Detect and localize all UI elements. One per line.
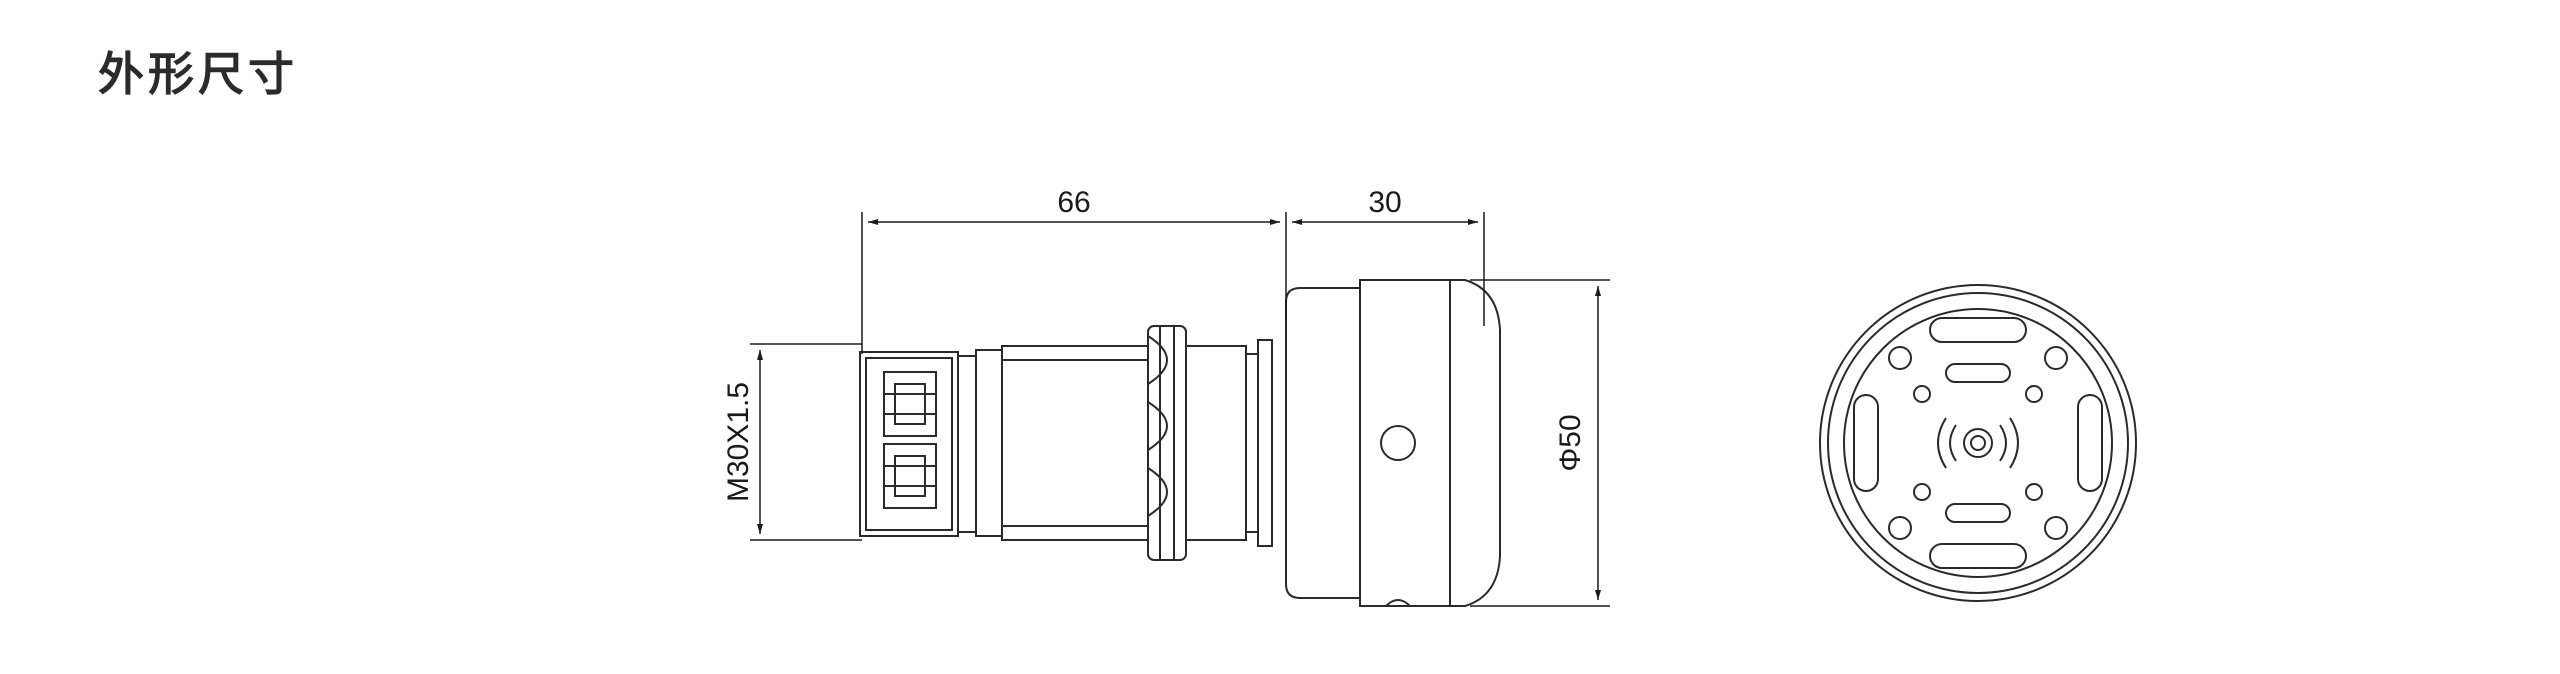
hex-nut	[1147, 325, 1187, 561]
dim-thread-label: M30X1.5	[722, 382, 755, 502]
side-view	[859, 279, 1501, 607]
dim-cap-length	[1292, 212, 1485, 326]
neck	[1185, 339, 1273, 547]
dim-diameter-label: Φ50	[1554, 414, 1587, 471]
terminal-block	[859, 351, 977, 537]
front-view	[1819, 284, 2137, 602]
buzzer-housing	[1285, 279, 1501, 607]
dim-diameter	[1470, 279, 1610, 607]
dim-30-label: 30	[1368, 186, 1401, 219]
threaded-body	[975, 345, 1149, 541]
section-title: 外形尺寸	[98, 47, 298, 101]
dim-body-length	[861, 212, 1287, 354]
dim-66-label: 66	[1057, 186, 1090, 219]
dim-thread	[750, 343, 862, 541]
